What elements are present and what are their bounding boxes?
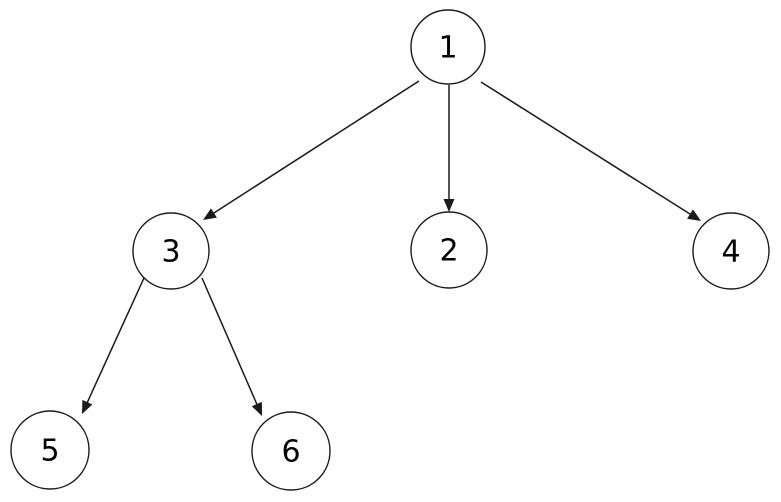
graph-node[interactable]: 4 xyxy=(692,212,770,290)
node-label: 6 xyxy=(281,435,300,470)
node-label: 2 xyxy=(439,234,458,269)
graph-node[interactable]: 6 xyxy=(251,411,331,491)
arrowhead-icon xyxy=(251,401,262,416)
edge-layer xyxy=(82,80,701,416)
graph-edge xyxy=(443,85,455,212)
node-label: 3 xyxy=(161,235,180,270)
arrowhead-icon xyxy=(443,199,455,212)
graph-edge xyxy=(480,81,701,221)
edge-line xyxy=(211,80,420,216)
edge-line xyxy=(85,277,145,406)
edge-line xyxy=(480,81,693,217)
node-label: 1 xyxy=(438,31,457,66)
edge-line xyxy=(201,277,259,408)
graph-node[interactable]: 1 xyxy=(410,9,486,85)
node-layer: 1 2 3 4 5 6 xyxy=(10,9,770,491)
node-circle[interactable] xyxy=(410,9,486,85)
graph-edge xyxy=(201,277,262,416)
node-label: 4 xyxy=(721,235,740,270)
node-circle[interactable] xyxy=(10,410,90,490)
graph-node[interactable]: 3 xyxy=(132,212,210,290)
arrowhead-icon xyxy=(203,208,217,220)
graph-edge xyxy=(82,277,145,414)
node-circle[interactable] xyxy=(692,212,770,290)
graph-edge xyxy=(203,80,420,220)
node-circle[interactable] xyxy=(410,211,488,289)
node-circle[interactable] xyxy=(251,411,331,491)
arrowhead-icon xyxy=(82,399,93,414)
arrowhead-icon xyxy=(687,209,701,221)
node-label: 5 xyxy=(40,434,59,469)
node-circle[interactable] xyxy=(132,212,210,290)
graph-node[interactable]: 5 xyxy=(10,410,90,490)
graph-node[interactable]: 2 xyxy=(410,211,488,289)
